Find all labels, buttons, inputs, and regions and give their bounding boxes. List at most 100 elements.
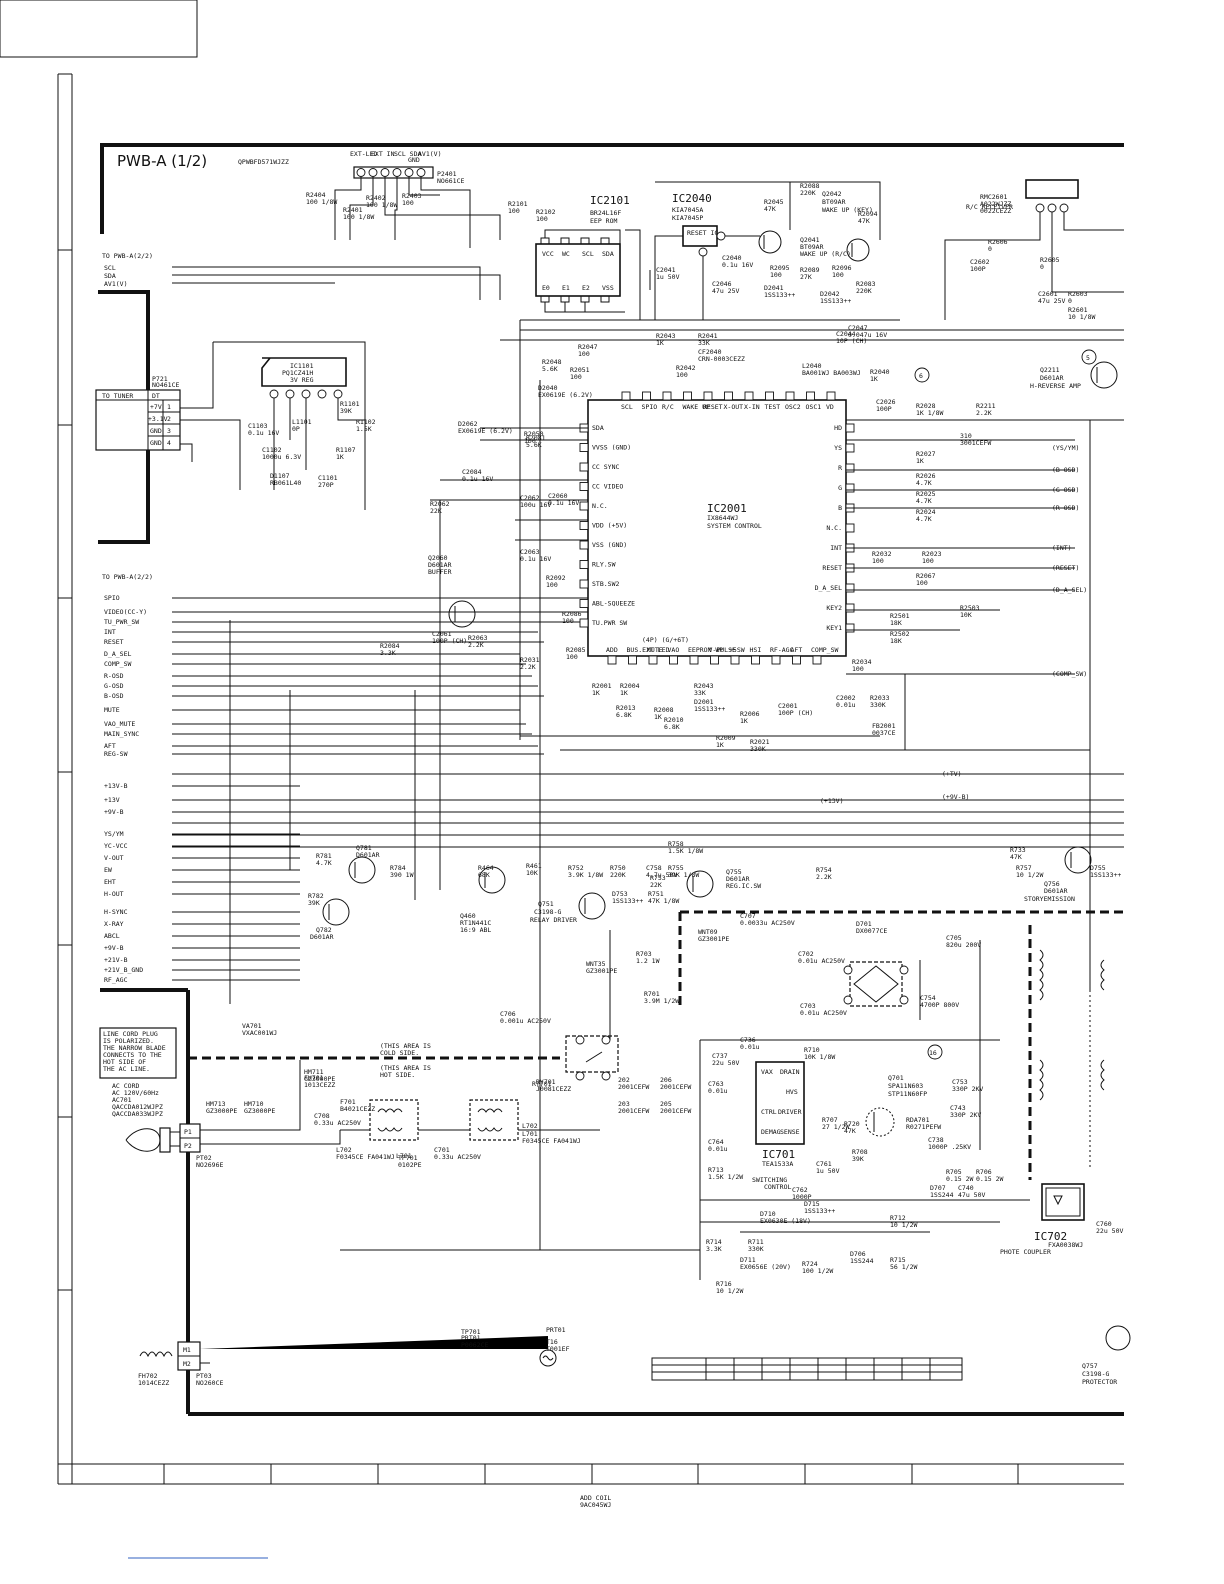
svg-text:IC701: IC701 xyxy=(762,1148,795,1161)
ic2001-bottom-pin: V-PULSE xyxy=(709,646,736,654)
svg-text:WC: WC xyxy=(562,250,570,258)
svg-text:0.15 2W: 0.15 2W xyxy=(946,1175,973,1183)
svg-text:FH702: FH702 xyxy=(138,1372,158,1380)
svg-text:PRT01: PRT01 xyxy=(461,1334,481,1342)
svg-text:THE NARROW BLADE: THE NARROW BLADE xyxy=(103,1044,166,1052)
svg-text:47K: 47K xyxy=(844,1127,856,1135)
svg-text:R720: R720 xyxy=(844,1120,860,1128)
svg-text:1.5K 1/2W: 1.5K 1/2W xyxy=(708,1173,743,1181)
ic2001-top-pin: R/C xyxy=(662,403,674,411)
svg-text:C764: C764 xyxy=(708,1138,724,1146)
svg-text:C737: C737 xyxy=(712,1052,728,1060)
svg-text:2001CEFW: 2001CEFW xyxy=(618,1083,649,1091)
svg-text:R2102: R2102 xyxy=(536,208,556,216)
svg-text:R2051: R2051 xyxy=(570,366,590,374)
svg-text:100: 100 xyxy=(546,581,558,589)
line-filter-l701: L701 xyxy=(369,1099,419,1160)
svg-text:330K: 330K xyxy=(748,1245,764,1253)
svg-text:1K: 1K xyxy=(740,717,748,725)
svg-text:R2606: R2606 xyxy=(988,238,1008,246)
svg-text:C2601: C2601 xyxy=(1038,290,1058,298)
svg-text:WAKE UP (R/C): WAKE UP (R/C) xyxy=(800,250,851,258)
svg-text:R2048: R2048 xyxy=(542,358,562,366)
ic2001-left-pin: RLY.SW xyxy=(592,561,616,569)
svg-text:+7V: +7V xyxy=(150,403,162,411)
svg-text:DX0077CE: DX0077CE xyxy=(856,927,887,935)
isolation-boundary: (THIS AREA IS COLD SIDE. (THIS AREA IS H… xyxy=(188,910,1124,1180)
svg-text:R2013: R2013 xyxy=(616,704,636,712)
left-signal-label: EHT xyxy=(104,878,116,886)
svg-text:6.8K: 6.8K xyxy=(664,723,680,731)
svg-text:R708: R708 xyxy=(852,1148,868,1156)
svg-text:Q701: Q701 xyxy=(888,1074,904,1082)
svg-text:D715: D715 xyxy=(804,1200,820,1208)
svg-text:100 1/8W: 100 1/8W xyxy=(366,201,397,209)
svg-text:0.1u 16V: 0.1u 16V xyxy=(722,261,753,269)
svg-text:C2002: C2002 xyxy=(836,694,856,702)
svg-text:HOT SIDE OF: HOT SIDE OF xyxy=(103,1058,146,1066)
svg-text:R714: R714 xyxy=(706,1238,722,1246)
svg-text:R2001: R2001 xyxy=(592,682,612,690)
svg-text:10 1/8W: 10 1/8W xyxy=(1068,313,1095,321)
left-signal-label: R-OSD xyxy=(104,672,124,680)
svg-text:Q755: Q755 xyxy=(726,868,742,876)
left-signal-label: G-OSD xyxy=(104,682,124,690)
svg-text:0.1u 16V: 0.1u 16V xyxy=(462,475,493,483)
svg-text:WNT35: WNT35 xyxy=(586,960,606,968)
svg-text:R2041: R2041 xyxy=(698,332,718,340)
left-signal-label: H-SYNC xyxy=(104,908,128,916)
svg-text:SDA: SDA xyxy=(104,272,116,280)
ic2001-system-control: IC2001 IX8644WJ SYSTEM CONTROL (4P) (G/+… xyxy=(579,391,855,665)
svg-text:10 1/2W: 10 1/2W xyxy=(890,1221,917,1229)
svg-text:Q2041: Q2041 xyxy=(800,236,820,244)
svg-text:QACCDA012WJPZ: QACCDA012WJPZ xyxy=(112,1103,163,1111)
svg-text:VSS: VSS xyxy=(602,284,614,292)
ic2001-right-pin: R xyxy=(838,464,842,472)
svg-text:VA701: VA701 xyxy=(242,1022,262,1030)
svg-text:TP701: TP701 xyxy=(398,1154,418,1162)
svg-text:0022CEZZ: 0022CEZZ xyxy=(980,207,1011,215)
q2211-transistor: 5 Q2211 D601AR H-REVERSE AMP xyxy=(1030,349,1118,390)
svg-text:R2101: R2101 xyxy=(508,200,528,208)
svg-text:EX0630E (18V): EX0630E (18V) xyxy=(760,1217,811,1225)
svg-text:1K: 1K xyxy=(916,457,924,465)
svg-text:PQ1CZ41H: PQ1CZ41H xyxy=(282,369,313,377)
ic2001-top-pin: X-OUT xyxy=(724,403,744,411)
svg-text:TP701: TP701 xyxy=(461,1328,481,1336)
ic2001-left-pin: VSS (GND) xyxy=(592,541,627,549)
ic2001-top-pin: OSC1 xyxy=(806,403,822,411)
svg-text:C2062: C2062 xyxy=(520,494,540,502)
ic2001-left-pin: VDD (+5V) xyxy=(592,522,627,530)
right-net-label: (+13V) xyxy=(820,797,843,805)
